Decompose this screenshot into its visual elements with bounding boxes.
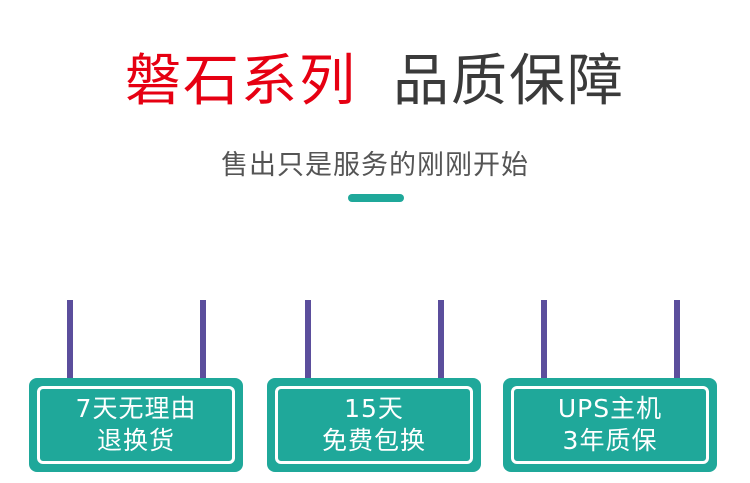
guarantee-card-exchange: 15天 免费包换 [267, 300, 481, 476]
card-line-1: 7天无理由 [75, 394, 197, 423]
brand-title: 磐石系列 [125, 49, 357, 114]
hanger-post-right [200, 300, 206, 382]
card-frame: 15天 免费包换 [275, 386, 473, 464]
card-line-1: 15天 [344, 394, 404, 423]
card-frame: UPS主机 3年质保 [511, 386, 709, 464]
card-line-2: 3年质保 [562, 426, 658, 455]
guarantee-card-warranty: UPS主机 3年质保 [503, 300, 717, 476]
card-frame: 7天无理由 退换货 [37, 386, 235, 464]
hanger-post-right [438, 300, 444, 382]
card-plate: 15天 免费包换 [267, 378, 481, 472]
hanger-post-left [305, 300, 311, 382]
accent-divider [348, 194, 404, 202]
headline: 磐石系列品质保障 [0, 46, 750, 118]
card-plate: UPS主机 3年质保 [503, 378, 717, 472]
card-plate: 7天无理由 退换货 [29, 378, 243, 472]
card-line-1: UPS主机 [557, 394, 663, 423]
subtitle: 售出只是服务的刚刚开始 [221, 150, 529, 181]
slogan-title: 品质保障 [393, 49, 625, 114]
hanger-post-left [541, 300, 547, 382]
card-line-2: 退换货 [96, 426, 175, 455]
card-line-2: 免费包换 [321, 426, 426, 455]
hanger-post-left [67, 300, 73, 382]
hanger-post-right [674, 300, 680, 382]
guarantee-card-return: 7天无理由 退换货 [29, 300, 243, 476]
